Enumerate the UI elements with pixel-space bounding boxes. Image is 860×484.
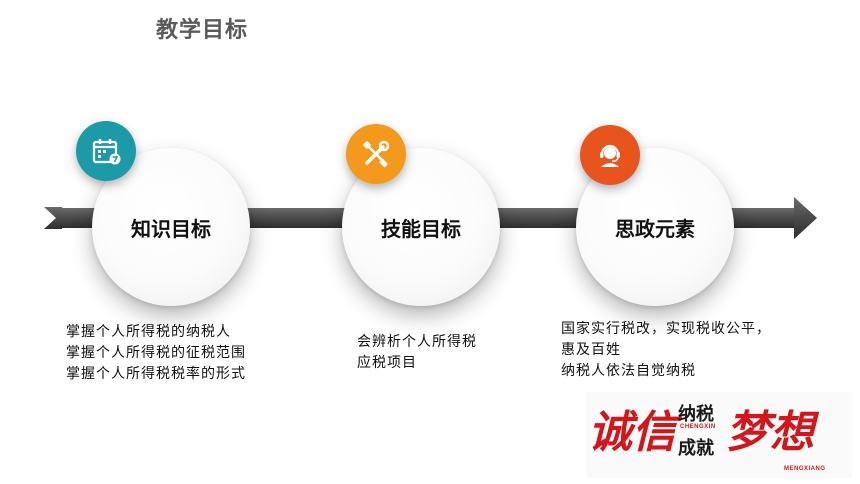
calendar-icon [76, 121, 136, 181]
arrow-head [794, 197, 817, 239]
list-item: 会辨析个人所得税 [357, 334, 477, 350]
page-title: 教学目标 [156, 18, 249, 43]
logo-word-nashui: 纳税 [678, 404, 714, 425]
logo-pinyin-chengxin: CHENGXIN [680, 424, 716, 430]
arrow-tail [44, 207, 62, 229]
logo-word-chengxin: 诚信 [588, 407, 676, 458]
list-item: 纳税人依法自觉纳税 [561, 363, 696, 379]
knowledge-goal-list: 掌握个人所得税的纳税人 掌握个人所得税的征税范围 掌握个人所得税税率的形式 [66, 322, 246, 385]
list-item: 掌握个人所得税的纳税人 [66, 324, 231, 340]
list-item: 惠及百姓 [561, 342, 621, 358]
ideology-element-list: 国家实行税改，实现税收公平， 惠及百姓 纳税人依法自觉纳税 [561, 319, 771, 382]
logo-pinyin-mengxiang: MENGXIANG [784, 466, 826, 472]
node-label: 知识目标 [131, 216, 211, 241]
node-label: 思政元素 [615, 216, 695, 241]
slogan-logo: 诚信 纳税 CHENGXIN 成就 梦想 MENGXIANG [586, 392, 852, 478]
skill-goal-list: 会辨析个人所得税 应税项目 [357, 332, 477, 374]
tools-icon [346, 124, 406, 184]
list-item: 掌握个人所得税税率的形式 [66, 366, 246, 382]
list-item: 掌握个人所得税的征税范围 [66, 345, 246, 361]
logo-word-chengjiu: 成就 [678, 438, 714, 459]
list-item: 国家实行税改，实现税收公平， [561, 321, 771, 337]
headset-icon [580, 125, 640, 185]
list-item: 应税项目 [357, 355, 417, 371]
node-label: 技能目标 [381, 216, 461, 241]
logo-word-mengxiang: 梦想 [726, 407, 814, 458]
